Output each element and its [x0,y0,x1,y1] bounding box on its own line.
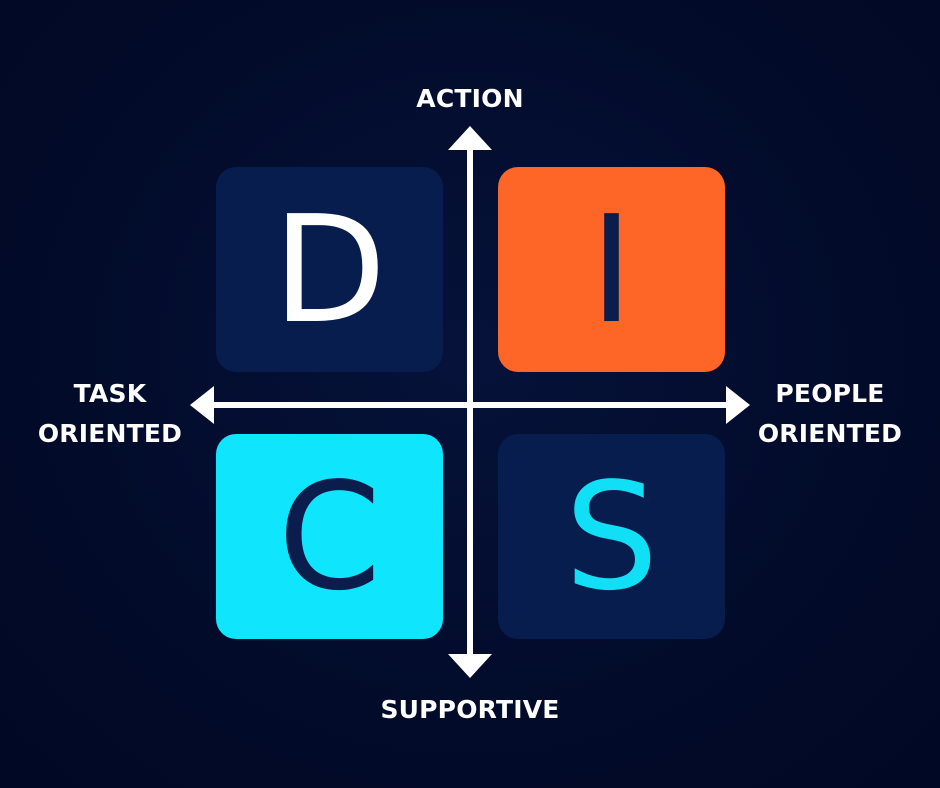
axis-label-left-line-1: TASK [73,379,147,408]
axis-label-right: PEOPLE ORIENTED [740,374,920,454]
quadrant-s: S [498,434,725,639]
axis-label-right-line-2: ORIENTED [757,419,903,448]
axis-label-right-line-1: PEOPLE [775,379,885,408]
quadrant-c: C [216,434,443,639]
quadrant-s-letter: S [564,450,659,623]
axis-label-left: TASK ORIENTED [20,374,200,454]
axis-label-bottom: SUPPORTIVE [350,690,590,730]
axis-label-left-line-2: ORIENTED [37,419,183,448]
quadrant-c-letter: C [277,450,382,623]
quadrant-d-letter: D [272,183,387,356]
axis-label-top-text: ACTION [416,84,524,113]
axis-label-bottom-text: SUPPORTIVE [380,695,560,724]
quadrant-i-letter: I [589,183,634,356]
axis-label-top: ACTION [370,80,570,118]
quadrant-i: I [498,167,725,372]
arrow-right-icon [726,386,750,424]
quadrant-d: D [216,167,443,372]
arrow-down-icon [448,654,492,678]
arrow-up-icon [448,126,492,150]
arrow-left-icon [190,386,214,424]
